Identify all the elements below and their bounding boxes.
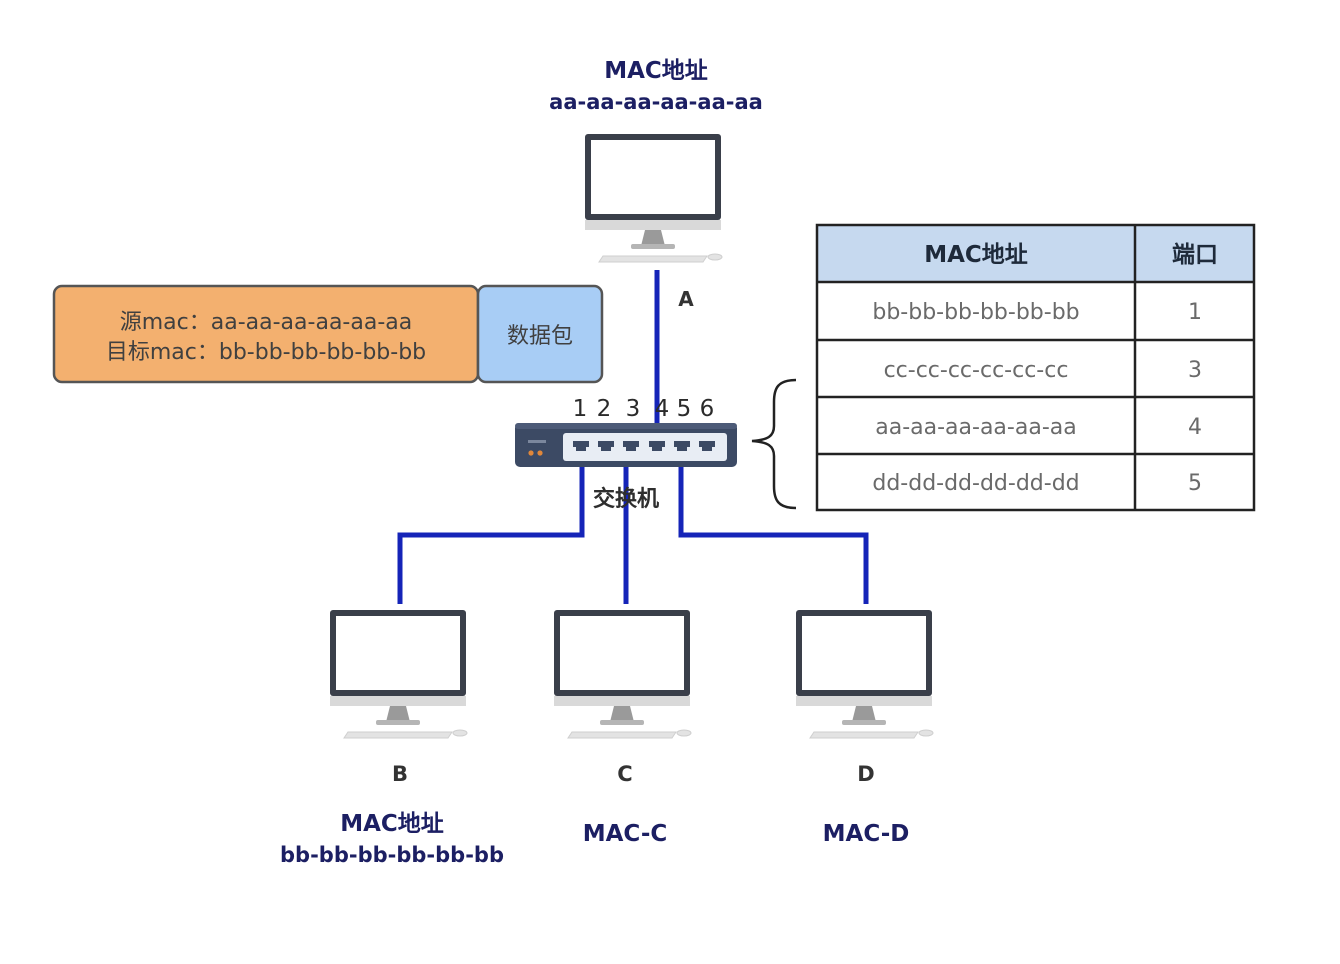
computer-icon — [795, 609, 934, 739]
host-c-mac: MAC-C — [583, 821, 668, 847]
host-a-mac-title: MAC地址 — [604, 58, 708, 84]
packet-payload-label: 数据包 — [507, 324, 573, 349]
host-b-label: B — [392, 762, 408, 786]
host-a-port-label: A — [678, 287, 694, 311]
table-row: bb-bb-bb-bb-bb-bb 1 — [872, 300, 1202, 325]
table-cell-port: 4 — [1188, 415, 1202, 440]
table-cell-mac: dd-dd-dd-dd-dd-dd — [872, 471, 1079, 496]
packet-src-mac: 源mac：aa-aa-aa-aa-aa-aa — [120, 310, 412, 335]
switch-icon — [515, 423, 737, 467]
switch: 1 2 3 4 5 6 交换机 — [515, 396, 737, 512]
table-cell-mac: bb-bb-bb-bb-bb-bb — [872, 300, 1079, 325]
table-header-mac: MAC地址 — [924, 242, 1028, 268]
host-b-mac-title: MAC地址 — [340, 811, 444, 837]
host-c-label: C — [617, 762, 632, 786]
table-row: aa-aa-aa-aa-aa-aa 4 — [875, 415, 1202, 440]
table-row: cc-cc-cc-cc-cc-cc 3 — [884, 358, 1202, 383]
switch-label: 交换机 — [593, 486, 659, 512]
packet-dst-mac: 目标mac：bb-bb-bb-bb-bb-bb — [106, 340, 426, 365]
host-d: D MAC-D — [795, 609, 934, 847]
port-number: 3 — [626, 396, 641, 422]
host-a-mac-value: aa-aa-aa-aa-aa-aa — [549, 90, 763, 114]
link-b-switch — [397, 462, 585, 604]
table-cell-mac: cc-cc-cc-cc-cc-cc — [884, 358, 1069, 383]
computer-icon — [553, 609, 692, 739]
table-cell-port: 3 — [1188, 358, 1202, 383]
table-cell-port: 5 — [1188, 471, 1202, 496]
curly-brace — [751, 378, 797, 510]
host-b: B MAC地址 bb-bb-bb-bb-bb-bb — [280, 609, 504, 867]
mac-address-table: MAC地址 端口 bb-bb-bb-bb-bb-bb 1 cc-cc-cc-cc… — [815, 223, 1256, 512]
packet: 源mac：aa-aa-aa-aa-aa-aa 目标mac：bb-bb-bb-bb… — [52, 284, 604, 384]
table-row: dd-dd-dd-dd-dd-dd 5 — [872, 471, 1202, 496]
table-cell-port: 1 — [1188, 300, 1202, 325]
port-number: 4 — [655, 396, 670, 422]
port-number: 6 — [700, 396, 715, 422]
host-a: MAC地址 aa-aa-aa-aa-aa-aa A — [549, 58, 763, 311]
port-number: 1 — [573, 396, 588, 422]
port-number: 2 — [597, 396, 612, 422]
packet-payload-box — [476, 284, 604, 384]
link-d-switch — [678, 462, 869, 604]
host-c: C MAC-C — [553, 609, 692, 847]
switch-port-numbers: 1 2 3 4 5 6 — [573, 396, 715, 422]
host-b-mac-value: bb-bb-bb-bb-bb-bb — [280, 843, 504, 867]
table-header-port: 端口 — [1172, 242, 1218, 268]
links — [397, 270, 869, 604]
host-d-mac: MAC-D — [823, 821, 910, 847]
computer-icon — [329, 609, 468, 739]
computer-icon — [584, 133, 723, 263]
port-number: 5 — [677, 396, 692, 422]
host-d-label: D — [857, 762, 874, 786]
table-cell-mac: aa-aa-aa-aa-aa-aa — [875, 415, 1076, 440]
